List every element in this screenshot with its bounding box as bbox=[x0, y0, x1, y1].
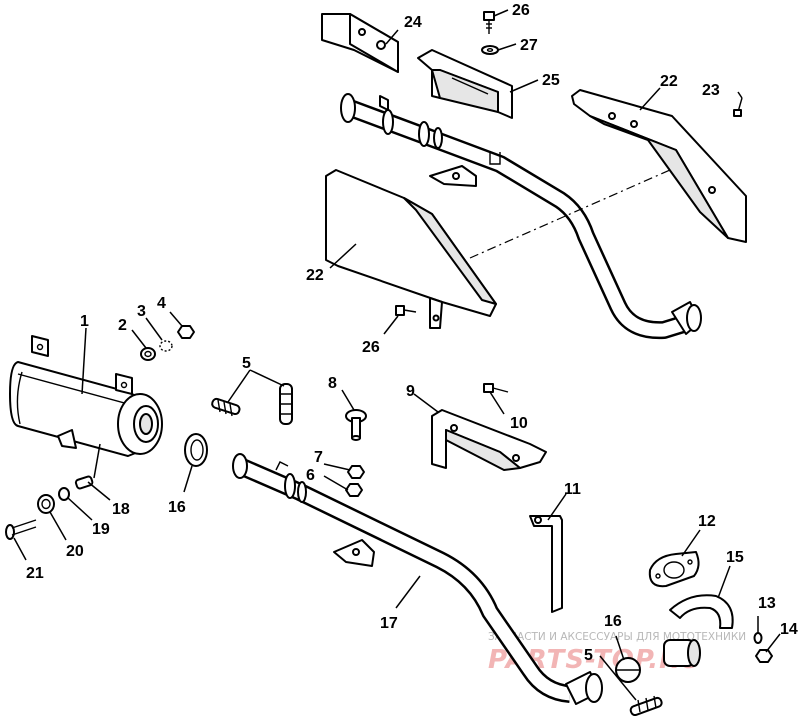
part-10-bolt bbox=[483, 383, 509, 393]
callout-17: 17 bbox=[380, 615, 398, 632]
callout-14: 14 bbox=[780, 621, 798, 638]
part-16-gasket-left bbox=[184, 433, 208, 467]
callout-5-upper: 5 bbox=[242, 355, 251, 372]
part-4-nut bbox=[177, 325, 195, 339]
leader-lines bbox=[13, 9, 781, 701]
part-21-bolt bbox=[5, 519, 37, 540]
part-13-washer bbox=[753, 632, 763, 644]
part-18-spacer bbox=[74, 475, 94, 490]
part-19-clip bbox=[58, 487, 70, 501]
part-9-heat-shield bbox=[431, 409, 547, 471]
callout-11: 11 bbox=[564, 481, 581, 498]
callout-24: 24 bbox=[404, 14, 422, 31]
callout-7: 7 bbox=[314, 449, 323, 466]
callout-26-top: 26 bbox=[512, 2, 530, 19]
callout-13: 13 bbox=[758, 595, 776, 612]
callout-15: 15 bbox=[726, 549, 744, 566]
collector-joint bbox=[663, 639, 701, 667]
part-6-nut bbox=[345, 483, 363, 497]
part-20-grommet bbox=[37, 494, 55, 514]
callout-19: 19 bbox=[92, 521, 110, 538]
part-16-gasket-right bbox=[615, 657, 641, 683]
callout-18: 18 bbox=[112, 501, 130, 518]
part-22-heat-shield-lower bbox=[325, 169, 497, 329]
part-3-washer bbox=[159, 340, 173, 352]
part-27-washer bbox=[481, 45, 499, 55]
centerline-upper bbox=[469, 169, 671, 259]
part-26-bolt-top bbox=[483, 11, 495, 34]
part-25-bracket-plate bbox=[417, 49, 513, 119]
callout-20: 20 bbox=[66, 543, 84, 560]
part-11-bracket bbox=[529, 515, 563, 613]
part-5-spring-lower bbox=[629, 695, 663, 717]
part-12-flange-gasket bbox=[648, 551, 700, 588]
callout-22-upper: 22 bbox=[660, 73, 678, 90]
callout-10: 10 bbox=[510, 415, 528, 432]
part-2-bushing bbox=[140, 347, 156, 361]
part-17-exhaust-pipe bbox=[232, 453, 603, 705]
part-14-nut bbox=[755, 649, 773, 663]
part-5-spring-right bbox=[279, 383, 293, 425]
upper-header-pipe bbox=[340, 93, 702, 340]
callout-6: 6 bbox=[306, 467, 315, 484]
part-15-clamp bbox=[669, 594, 734, 629]
part-23-screw bbox=[733, 97, 743, 117]
part-22-heat-shield-upper bbox=[571, 89, 747, 243]
part-5-spring-left bbox=[211, 397, 241, 417]
callout-1: 1 bbox=[80, 313, 89, 330]
part-1-muffler bbox=[9, 335, 163, 457]
callout-16-left: 16 bbox=[168, 499, 186, 516]
callout-4: 4 bbox=[157, 295, 166, 312]
callout-22-lower: 22 bbox=[306, 267, 324, 284]
callout-3: 3 bbox=[137, 303, 146, 320]
callout-5-lower: 5 bbox=[584, 647, 593, 664]
part-8-rubber-mount bbox=[345, 409, 367, 441]
callout-26-lower: 26 bbox=[362, 339, 380, 356]
part-26-bolt-lower bbox=[395, 305, 417, 316]
callout-16-right: 16 bbox=[604, 613, 622, 630]
callout-12: 12 bbox=[698, 513, 716, 530]
callout-25: 25 bbox=[542, 72, 560, 89]
callout-8: 8 bbox=[328, 375, 337, 392]
callout-23: 23 bbox=[702, 82, 720, 99]
callout-21: 21 bbox=[26, 565, 44, 582]
callout-27: 27 bbox=[520, 37, 538, 54]
part-7-nut bbox=[347, 465, 365, 479]
callout-labels: 24 26 27 25 22 23 22 26 1 2 3 4 5 8 7 6 … bbox=[26, 2, 798, 664]
callout-9: 9 bbox=[406, 383, 415, 400]
callout-2: 2 bbox=[118, 317, 127, 334]
part-24-bracket bbox=[321, 13, 399, 73]
